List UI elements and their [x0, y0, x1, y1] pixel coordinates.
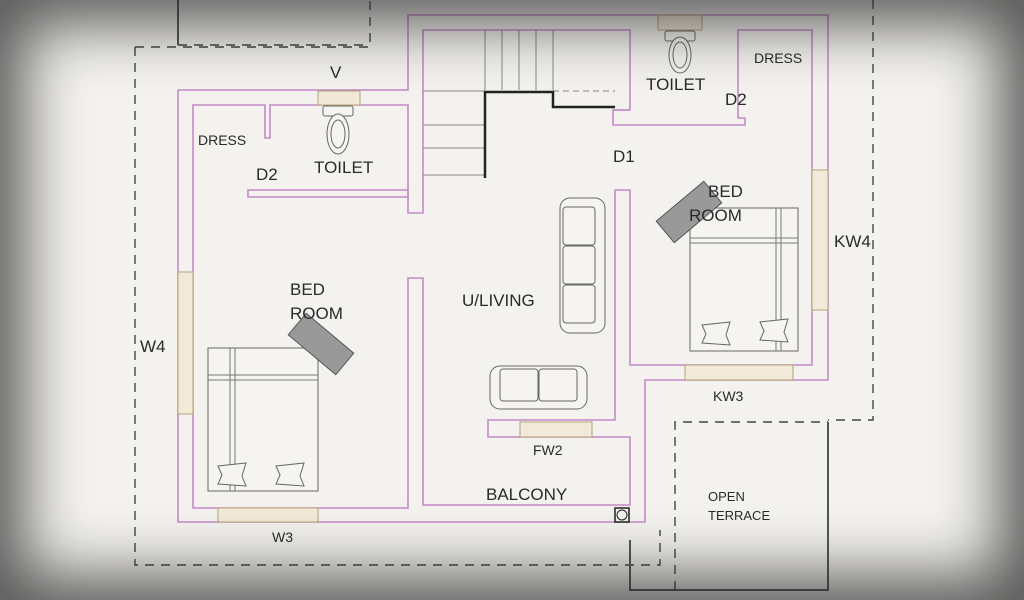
toilet-fixture-left [322, 105, 354, 155]
label-d1: D1 [613, 147, 635, 166]
bed-left [207, 347, 319, 492]
walls [177, 14, 829, 523]
fw2-window [519, 421, 593, 438]
label-d2-left: D2 [256, 165, 278, 184]
ventilator-window [317, 90, 361, 106]
label-toilet-right: TOILET [646, 75, 706, 94]
label-bedroom-left-2: ROOM [290, 304, 343, 323]
w4-window [177, 271, 194, 415]
label-w3: W3 [272, 529, 293, 545]
toilet-right-window [657, 14, 703, 31]
label-bedroom-right-2: ROOM [689, 206, 742, 225]
label-d2-right: D2 [725, 90, 747, 109]
kw3-window [684, 364, 794, 381]
label-fw2: FW2 [533, 442, 563, 458]
label-balcony: BALCONY [486, 485, 568, 504]
label-kw4: KW4 [834, 232, 871, 251]
label-bedroom-right-1: BED [708, 182, 743, 201]
label-dress-left: DRESS [198, 132, 247, 148]
label-living: U/LIVING [462, 291, 535, 310]
sofa-vertical [559, 197, 606, 334]
label-bedroom-left-1: BED [290, 280, 325, 299]
label-open-terrace-2: TERRACE [708, 508, 771, 523]
label-ventilator: V [330, 63, 342, 82]
w3-window [217, 507, 319, 523]
label-kw3: KW3 [713, 388, 744, 404]
sofa-horizontal [489, 365, 588, 410]
kw4-window [811, 169, 829, 311]
rug-right [655, 180, 723, 244]
label-open-terrace-1: OPEN [708, 489, 745, 504]
label-toilet-left: TOILET [314, 158, 374, 177]
label-w4: W4 [140, 337, 166, 356]
dashed-boundary [134, 0, 874, 591]
bed-right [689, 207, 799, 352]
label-dress-right: DRESS [754, 50, 803, 66]
staircase [423, 30, 615, 178]
column-circle [616, 509, 628, 521]
rug-left [287, 312, 355, 376]
toilet-fixture-right [664, 30, 696, 74]
